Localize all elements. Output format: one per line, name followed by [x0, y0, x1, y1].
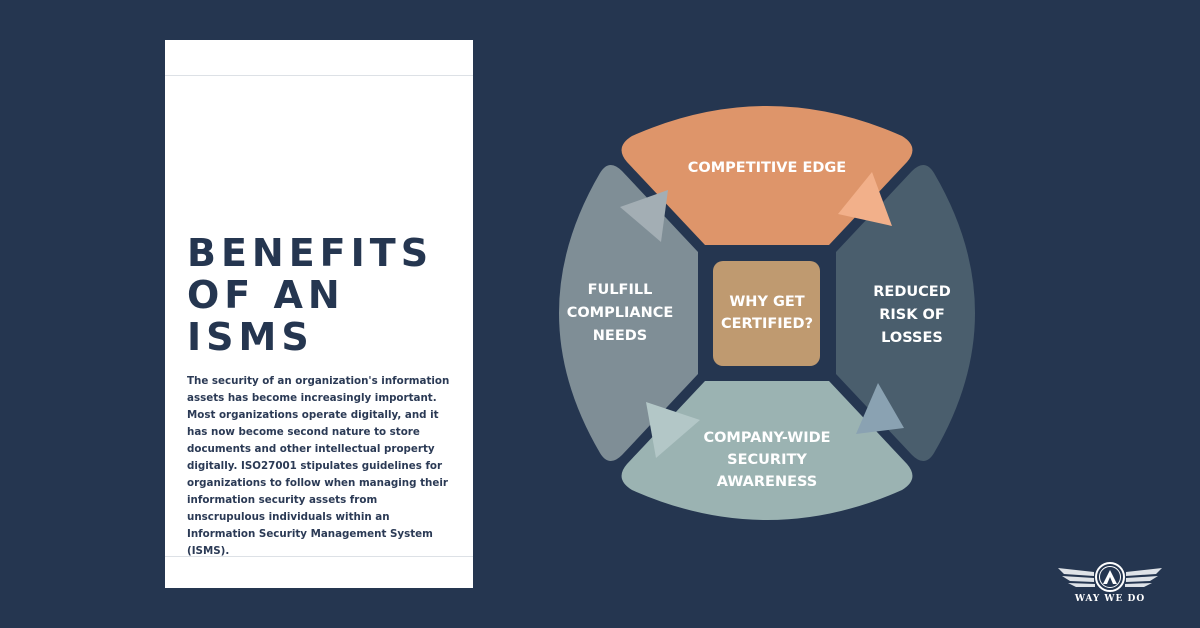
divider [165, 556, 473, 557]
segment-right [836, 164, 975, 462]
info-card: BENEFITS OF AN ISMS The security of an o… [165, 40, 473, 588]
segment-top [621, 106, 913, 245]
label-right: REDUCED [873, 284, 950, 300]
page-title: BENEFITS OF AN ISMS [187, 232, 467, 358]
logo: WAY WE DO [1050, 562, 1170, 604]
label-left: FULFILL [588, 282, 653, 298]
label-right: LOSSES [881, 330, 943, 346]
label-left: NEEDS [593, 328, 647, 344]
title-line: OF AN [187, 273, 345, 317]
wings-logo-icon [1058, 562, 1162, 592]
arrow-icon [856, 383, 904, 434]
label-bottom: AWARENESS [717, 474, 817, 490]
label-top: COMPETITIVE EDGE [688, 160, 846, 176]
label-center: WHY GET [729, 294, 804, 310]
label-bottom: SECURITY [727, 452, 807, 468]
segment-bottom [621, 381, 913, 520]
divider [165, 75, 473, 76]
logo-text: WAY WE DO [1074, 594, 1146, 604]
title-line: ISMS [187, 315, 314, 359]
label-bottom: COMPANY-WIDE [703, 430, 830, 446]
center-box [713, 261, 820, 366]
label-right: RISK OF [879, 307, 945, 323]
label-center: CERTIFIED? [721, 316, 813, 332]
body-text: The security of an organization's inform… [187, 375, 450, 557]
arrow-icon [646, 402, 700, 458]
label-left: COMPLIANCE [567, 305, 674, 321]
arrow-icon [620, 190, 668, 242]
segment-left [559, 164, 698, 462]
title-line: BENEFITS [187, 231, 434, 275]
arrow-icon [838, 172, 892, 226]
